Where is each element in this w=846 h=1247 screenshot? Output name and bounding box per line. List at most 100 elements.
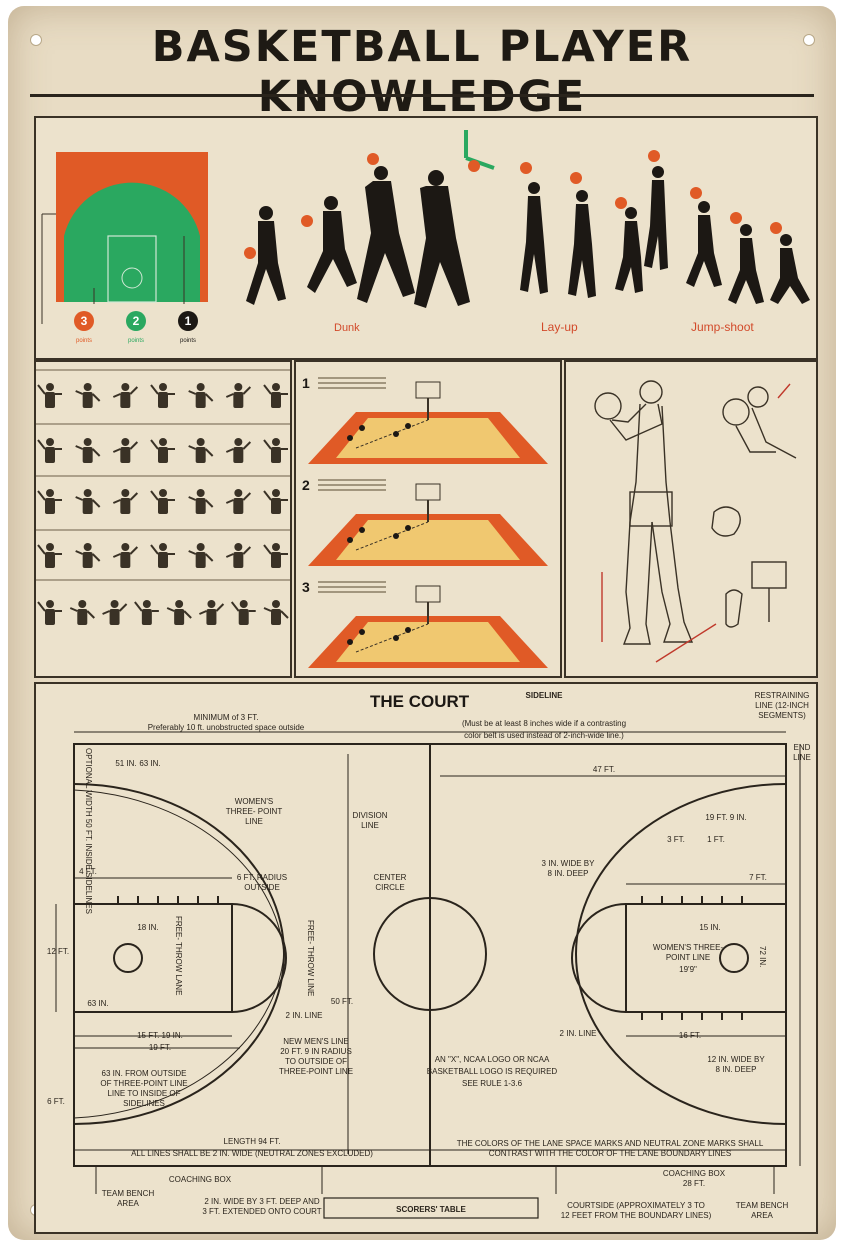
move-label-jumpshoot: Jump-shoot [691, 320, 754, 334]
court-label-outside2: OF THREE-POINT LINE [100, 1079, 187, 1088]
court-label-ft15in19: 15 FT. 19 IN. [137, 1031, 183, 1040]
court-label-freethrow_line: FREE- THROW LINE [306, 920, 315, 996]
knowledge-sign: BASKETBALL PLAYER KNOWLEDGE 3 points 2 poin… [8, 6, 836, 1240]
referee-signal-icon [102, 600, 128, 625]
point-badge-2: 2 points [126, 311, 146, 344]
referee-signal-icon [263, 543, 288, 568]
sign-title: BASKETBALL PLAYER KNOWLEDGE [151, 22, 693, 122]
move-label-layup: Lay-up [541, 320, 578, 334]
court-label-wide2b: 3 FT. EXTENDED ONTO COURT [202, 1207, 321, 1216]
court-label-ft7: 7 FT. [749, 873, 767, 882]
referee-signal-icon [37, 489, 62, 514]
drill-step-number: 3 [302, 579, 310, 595]
court-label-wide12b: 8 IN. DEEP [716, 1065, 757, 1074]
center-circle [373, 897, 487, 1011]
drill-diagram-3: 3 [302, 579, 548, 668]
court-label-ncaa2: BASKETBALL LOGO IS REQUIRED [427, 1067, 558, 1076]
drill-step-number: 1 [302, 375, 310, 391]
referee-signal-icon [225, 543, 252, 568]
drill-player-icon [405, 525, 411, 531]
court-label-in15: 15 IN. [699, 923, 720, 932]
layup-silhouettes [520, 162, 643, 298]
badge-caption: points [180, 338, 196, 344]
badge-caption: points [76, 338, 92, 344]
court-label-center1: CENTER [374, 873, 407, 882]
court-label-womens_right2: POINT LINE [666, 953, 710, 962]
drill-player-icon [347, 639, 353, 645]
right-free-throw-arc [571, 903, 627, 1013]
court-label-coachbox_r2: 28 FT. [683, 1179, 705, 1188]
drill-player-icon [393, 533, 399, 539]
referee-signal-icon [134, 600, 159, 625]
court-label-outside1: 63 IN. FROM OUTSIDE [102, 1069, 187, 1078]
court-label-freethrow_lane: FREE- THROW LANE [174, 916, 183, 995]
hoop-rim [465, 156, 495, 170]
court-label-wide3b: 8 IN. DEEP [548, 869, 589, 878]
drill-player-icon [393, 431, 399, 437]
court-label-division1: DIVISION [352, 811, 387, 820]
right-basket [719, 943, 749, 973]
court-label-radius6b: OUTSIDE [244, 883, 280, 892]
referee-signal-icon [37, 600, 62, 625]
court-diagram: THE COURT [47, 691, 811, 1220]
jumpshot-silhouettes [644, 150, 810, 304]
referee-signal-icon [37, 543, 62, 568]
referee-signals-panel [34, 360, 292, 678]
court-label-sideline_note1: (Must be at least 8 inches wide if a con… [462, 719, 626, 728]
referee-signal-icon [188, 383, 214, 408]
referee-signals-grid [36, 369, 290, 625]
drill-diagram-1: 1 [302, 375, 548, 464]
court-label-in63b: 63 IN. [87, 999, 108, 1008]
referee-signal-icon [150, 383, 175, 408]
drill-diagram-2: 2 [302, 477, 548, 566]
drill-player-icon [405, 627, 411, 633]
referee-signal-icon [112, 543, 139, 568]
referee-signal-icon [263, 438, 288, 463]
court-label-bench2: AREA [117, 1199, 139, 1208]
referee-signal-icon [150, 438, 175, 463]
court-label-end_line1: END [794, 743, 811, 752]
badge-number: 2 [133, 314, 140, 328]
drill-backboard [415, 381, 441, 399]
court-label-mens3: TO OUTSIDE OF [285, 1057, 347, 1066]
court-label-minimum: MINIMUM of 3 FT. [194, 713, 259, 722]
referee-signal-icon [112, 383, 139, 408]
court-label-courtside2: 12 FEET FROM THE BOUNDARY LINES) [561, 1211, 712, 1220]
court-label-in18: 18 IN. [137, 923, 158, 932]
court-label-colors2: CONTRAST WITH THE COLOR OF THE LANE BOUN… [489, 1149, 731, 1158]
court-label-ft50: 50 FT. [331, 997, 353, 1006]
court-label-ft3: 3 FT. [667, 835, 685, 844]
free-throw-circle [121, 267, 143, 289]
referee-signal-icon [188, 543, 214, 568]
referee-signal-icon [75, 438, 101, 463]
drill-player-icon [347, 537, 353, 543]
ball-icon [594, 392, 622, 420]
court-label-ft4: 4 FT. [79, 867, 97, 876]
court-label-mens2: 20 FT. 9 IN RADIUS [280, 1047, 352, 1056]
court-label-preferably: Preferably 10 ft. unobstructed space out… [148, 723, 305, 732]
drills-panel: 1 2 3 [294, 360, 562, 678]
court-diagram-panel: THE COURT [34, 682, 818, 1234]
drill-player-icon [359, 527, 365, 533]
drill-court-floor [336, 418, 520, 458]
court-label-radius6a: 6 FT. RADIUS [237, 873, 287, 882]
referee-signal-icon [230, 600, 256, 625]
court-label-sideline: SIDELINE [526, 691, 564, 700]
referee-signal-icon [263, 489, 288, 514]
court-label-optional_width: OPTIONAL WIDTH 50 FT. INSIDE SIDELINES [84, 748, 93, 914]
court-label-coachbox_l: COACHING BOX [169, 1175, 232, 1184]
court-label-length2: ALL LINES SHALL BE 2 IN. WIDE (NEUTRAL Z… [131, 1149, 373, 1158]
drill-step-number: 2 [302, 477, 310, 493]
right-three-point-line [575, 783, 787, 1125]
referee-signal-icon [75, 489, 101, 514]
referee-signal-icon [150, 543, 175, 568]
court-label-restraining2: LINE (12-INCH [755, 701, 809, 710]
court-label-womens_right3: 19'9" [679, 965, 697, 974]
court-label-ft1: 1 FT. [707, 835, 725, 844]
court-label-in51: 51 IN. [115, 759, 136, 768]
referee-signal-icon [112, 489, 139, 514]
badge-caption: points [128, 338, 144, 344]
drill-backboard [415, 483, 441, 501]
court-label-ft19: 19 FT. [149, 1043, 171, 1052]
